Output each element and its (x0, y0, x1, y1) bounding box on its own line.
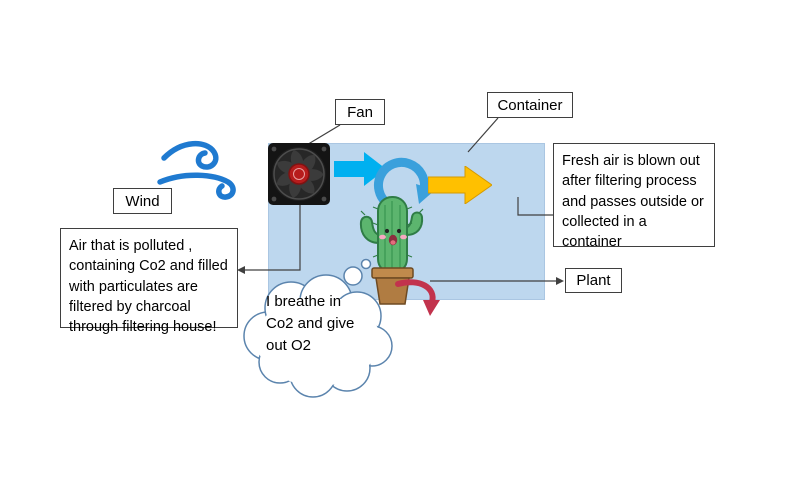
polluted-air-callout: Air that is polluted , containing Co2 an… (60, 228, 238, 335)
thought-tail-dot (360, 258, 372, 270)
outflow-arrow (428, 166, 492, 204)
container-label: Container (497, 96, 563, 114)
cactus-spikes (360, 206, 424, 258)
wind-label-box: Wind (113, 188, 172, 214)
thought-bubble (243, 258, 393, 398)
plant-label-box: Plant (565, 268, 622, 293)
plant-label: Plant (576, 272, 611, 289)
inflow-arrow (334, 152, 386, 186)
fan-image (268, 143, 330, 205)
thought-bubble-text: I breathe in Co2 and give out O2 (266, 293, 355, 354)
wind-icon (157, 141, 236, 200)
fan-label: Fan (347, 103, 373, 121)
thought-tail-dot (343, 266, 363, 286)
fan-label-box: Fan (335, 99, 385, 125)
container-label-box: Container (487, 92, 573, 118)
cactus-image (359, 196, 424, 305)
co2-arrow (395, 279, 440, 316)
wind-label: Wind (125, 192, 160, 210)
plant-arrowhead (556, 277, 564, 285)
fresh-air-callout: Fresh air is blown out after filtering p… (553, 143, 715, 250)
